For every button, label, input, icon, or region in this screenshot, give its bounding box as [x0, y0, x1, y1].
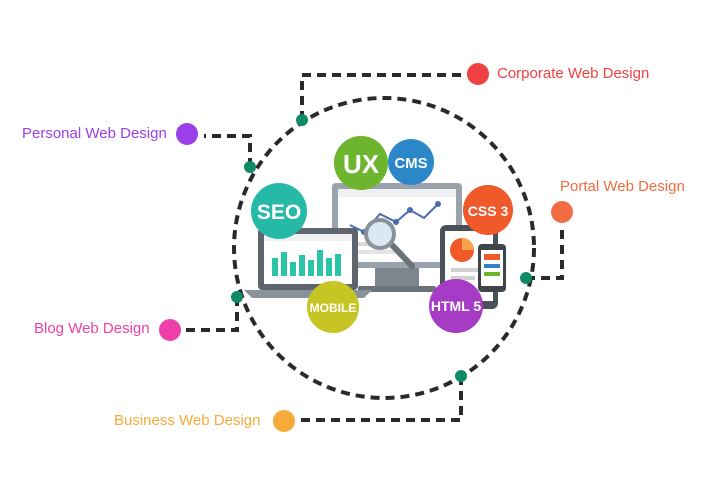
badge-mobile: MOBILE [307, 281, 359, 333]
badge-seo: SEO [251, 183, 307, 239]
smartphone-icon [478, 244, 506, 292]
badge-seo-text: SEO [257, 201, 301, 224]
connector-dot-personal [244, 161, 256, 173]
connector-dot-portal [520, 272, 532, 284]
badge-html5: HTML 5 [429, 279, 483, 333]
label-corporate-web-design: Corporate Web Design [497, 65, 650, 82]
personal-dot [176, 123, 198, 145]
badge-ux-text: UX [343, 149, 380, 179]
dashed-ring [232, 96, 536, 400]
label-business-web-design: Business Web Design [114, 412, 261, 429]
badge-ux: UX [334, 136, 388, 190]
badge-cms: CMS [388, 139, 434, 185]
badge-cms-text: CMS [394, 155, 427, 172]
business-dot [273, 410, 295, 432]
connector-dots [231, 114, 532, 382]
connector-dot-business [455, 370, 467, 382]
connector-corporate [300, 73, 462, 120]
badge-css3-text: CSS 3 [468, 203, 509, 219]
badge-html5-text: HTML 5 [431, 298, 482, 314]
badge-mobile-text: MOBILE [310, 301, 357, 315]
connector-personal [204, 134, 252, 167]
connector-lines [186, 73, 564, 422]
badge-css3: CSS 3 [463, 185, 513, 235]
portal-dot [551, 201, 573, 223]
connector-blog [186, 297, 239, 332]
label-personal-web-design: Personal Web Design [22, 125, 167, 142]
connector-business [300, 376, 463, 422]
magnifier-icon [364, 218, 415, 269]
label-portal-web-design: Portal Web Design [560, 178, 685, 195]
connector-portal [526, 226, 564, 280]
blog-dot [159, 319, 181, 341]
laptop-icon [244, 228, 372, 298]
connector-dot-blog [231, 291, 243, 303]
label-blog-web-design: Blog Web Design [34, 320, 150, 337]
corporate-dot [467, 63, 489, 85]
connector-dot-corporate [296, 114, 308, 126]
